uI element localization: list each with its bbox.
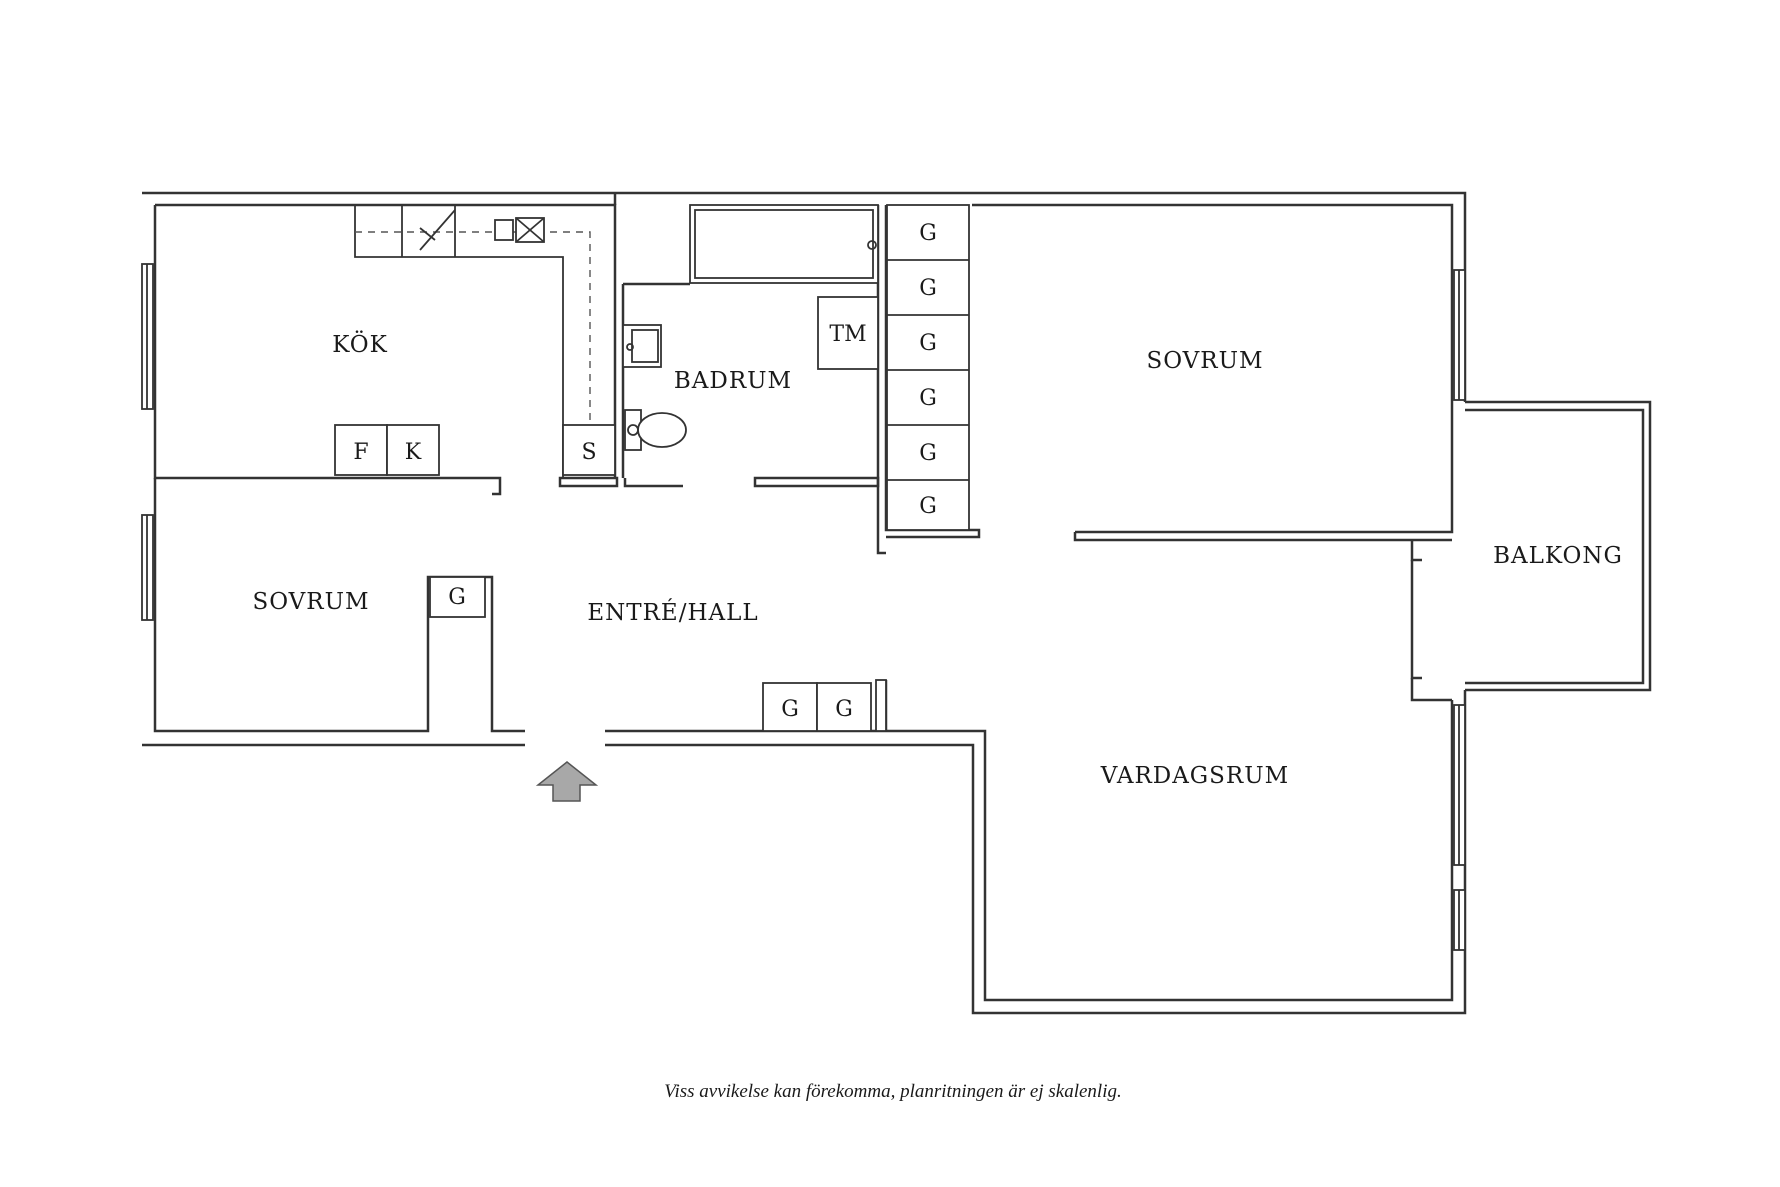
wardrobe-label: G (919, 221, 937, 246)
wardrobe-label: G (919, 441, 937, 466)
fridge-label: F (353, 440, 368, 465)
wardrobe (429, 576, 486, 618)
bathtub (689, 204, 879, 284)
sink (622, 324, 662, 368)
living-room-label: VARDAGSRUM (1100, 763, 1289, 789)
wardrobe-label: G (919, 331, 937, 356)
wardrobe-label: G (919, 386, 937, 411)
hall-label: ENTRÉ/HALL (587, 599, 758, 626)
wardrobe-column (886, 204, 970, 531)
toilet (624, 409, 687, 451)
freezer (386, 424, 440, 476)
wardrobe-label: G (781, 697, 799, 722)
entrance-arrow-icon (535, 761, 599, 802)
disclaimer-caption: Viss avvikelse kan förekomma, planritnin… (664, 1081, 1121, 1102)
washer (817, 296, 879, 370)
bedroom-label: SOVRUM (252, 589, 369, 615)
balcony-label: BALKONG (1493, 543, 1623, 569)
windows (141, 263, 1466, 951)
kitchen-counter (354, 205, 591, 478)
fridge (334, 424, 388, 476)
pantry-label: S (581, 440, 596, 465)
wardrobe-label: G (448, 585, 466, 610)
bedroom-label: SOVRUM (1146, 348, 1263, 374)
washer-label: TM (829, 322, 866, 347)
kitchen-label: KÖK (332, 331, 388, 358)
pantry (562, 424, 616, 476)
hall-wall-stub (875, 679, 887, 732)
wardrobe-label: G (835, 697, 853, 722)
wardrobe-label: G (919, 494, 937, 519)
bathroom-label: BADRUM (674, 368, 792, 394)
freezer-label: K (405, 440, 422, 465)
balcony (1465, 400, 1652, 692)
hall-wardrobes (762, 682, 872, 732)
wardrobe-label: G (919, 276, 937, 301)
